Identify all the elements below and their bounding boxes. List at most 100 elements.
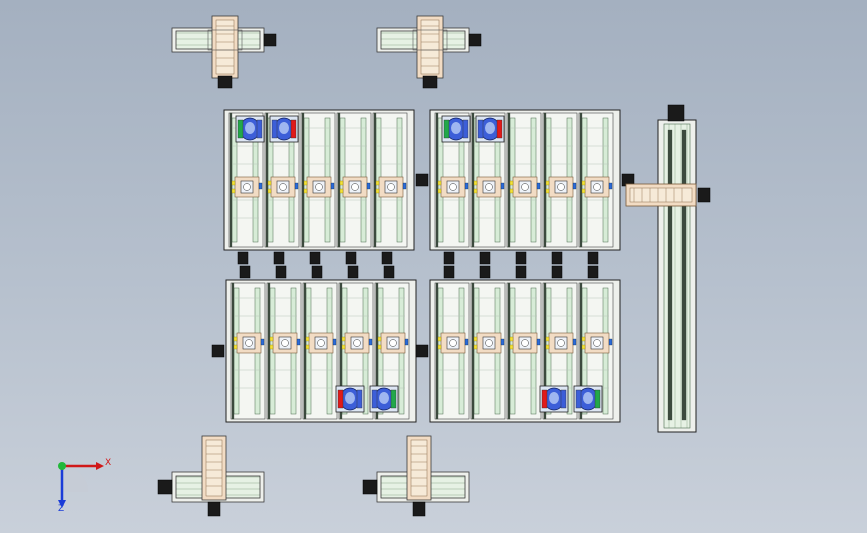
cross-slide-module[interactable]: [362, 435, 470, 517]
servo-motor: [515, 251, 527, 265]
lane-edge: [543, 112, 547, 248]
gripper-jaw-left: [237, 119, 244, 139]
gripper-right[interactable]: [369, 385, 399, 413]
position-sensor: [473, 180, 478, 186]
gripper-left[interactable]: [441, 115, 471, 143]
servo-motor: [412, 501, 426, 517]
gripper-jaw-right: [290, 119, 297, 139]
station-lane[interactable]: [300, 112, 336, 248]
cross-slide-module[interactable]: [157, 435, 265, 517]
station-lane[interactable]: [266, 282, 302, 420]
position-sensor: [375, 180, 380, 186]
connector: [330, 182, 335, 190]
station-lane[interactable]: [506, 112, 542, 248]
x-axis-arrowhead: [96, 462, 104, 470]
station-lane[interactable]: [302, 282, 338, 420]
gripper-left[interactable]: [335, 385, 365, 413]
gripper-jaw-right: [256, 119, 263, 139]
station-lane[interactable]: [578, 112, 614, 248]
servo-motor: [479, 251, 491, 265]
lane-edge: [231, 282, 235, 420]
servo-motor: [309, 251, 321, 265]
servo-motor: [551, 265, 563, 279]
gripper-lens: [245, 122, 255, 134]
gripper-jaw-left: [477, 119, 484, 139]
position-sensor: [437, 188, 442, 194]
work-cell[interactable]: [223, 109, 429, 265]
position-sensor: [473, 336, 478, 342]
carriage-hole: [485, 183, 493, 191]
carriage-hole: [351, 183, 359, 191]
gripper-right[interactable]: [475, 115, 505, 143]
gripper-right[interactable]: [573, 385, 603, 413]
servo-motor: [443, 265, 455, 279]
gripper-jaw-right: [462, 119, 469, 139]
servo-motor: [667, 104, 685, 122]
lane-edge: [229, 112, 233, 248]
station-lane[interactable]: [506, 282, 542, 420]
connector: [366, 182, 371, 190]
connector: [260, 338, 265, 346]
cross-slide-module[interactable]: [171, 15, 277, 89]
gripper-lens: [279, 122, 289, 134]
carriage-hole: [485, 339, 493, 347]
position-sensor: [303, 188, 308, 194]
gripper-left[interactable]: [235, 115, 265, 143]
work-cell[interactable]: [211, 265, 417, 423]
lane-edge: [435, 112, 439, 248]
servo-motor: [443, 251, 455, 265]
position-sensor: [269, 336, 274, 342]
gripper-lens: [451, 122, 461, 134]
servo-motor: [275, 265, 287, 279]
lane-edge: [373, 112, 377, 248]
coordinate-triad: X Z: [48, 452, 118, 516]
connector: [404, 338, 409, 346]
connector: [572, 338, 577, 346]
position-sensor: [581, 336, 586, 342]
station-lane[interactable]: [434, 282, 470, 420]
servo-motor: [211, 344, 225, 358]
long-linear-axis[interactable]: [625, 104, 711, 433]
servo-motor: [415, 344, 429, 358]
servo-motor: [479, 265, 491, 279]
lane-edge: [337, 112, 341, 248]
connector: [608, 338, 613, 346]
carriage-hole: [557, 339, 565, 347]
position-sensor: [341, 344, 346, 350]
carriage-hole: [281, 339, 289, 347]
connector: [536, 182, 541, 190]
lane-edge: [579, 282, 583, 420]
cross-slide-module[interactable]: [376, 15, 482, 89]
station-lane[interactable]: [372, 112, 408, 248]
connector: [332, 338, 337, 346]
position-sensor: [545, 188, 550, 194]
servo-motor: [217, 75, 233, 89]
work-cell[interactable]: [429, 109, 635, 265]
lane-edge: [435, 282, 439, 420]
position-sensor: [233, 336, 238, 342]
lane-edge: [471, 112, 475, 248]
position-sensor: [545, 180, 550, 186]
carriage-hole: [593, 339, 601, 347]
carriage-hole: [353, 339, 361, 347]
station-lane[interactable]: [470, 282, 506, 420]
position-sensor: [581, 344, 586, 350]
triad-plane: [62, 466, 88, 492]
position-sensor: [231, 188, 236, 194]
gripper-left[interactable]: [539, 385, 569, 413]
position-sensor: [509, 180, 514, 186]
carriage-hole: [243, 183, 251, 191]
station-lane[interactable]: [542, 112, 578, 248]
axis-rail-guide: [667, 129, 673, 421]
station-lane[interactable]: [336, 112, 372, 248]
gripper-right[interactable]: [269, 115, 299, 143]
work-cell[interactable]: [415, 265, 621, 423]
position-sensor: [437, 344, 442, 350]
station-lane[interactable]: [230, 282, 266, 420]
position-sensor: [545, 344, 550, 350]
servo-motor: [515, 265, 527, 279]
vertical-slide-inner: [215, 19, 235, 75]
vertical-slide-inner: [420, 19, 440, 75]
